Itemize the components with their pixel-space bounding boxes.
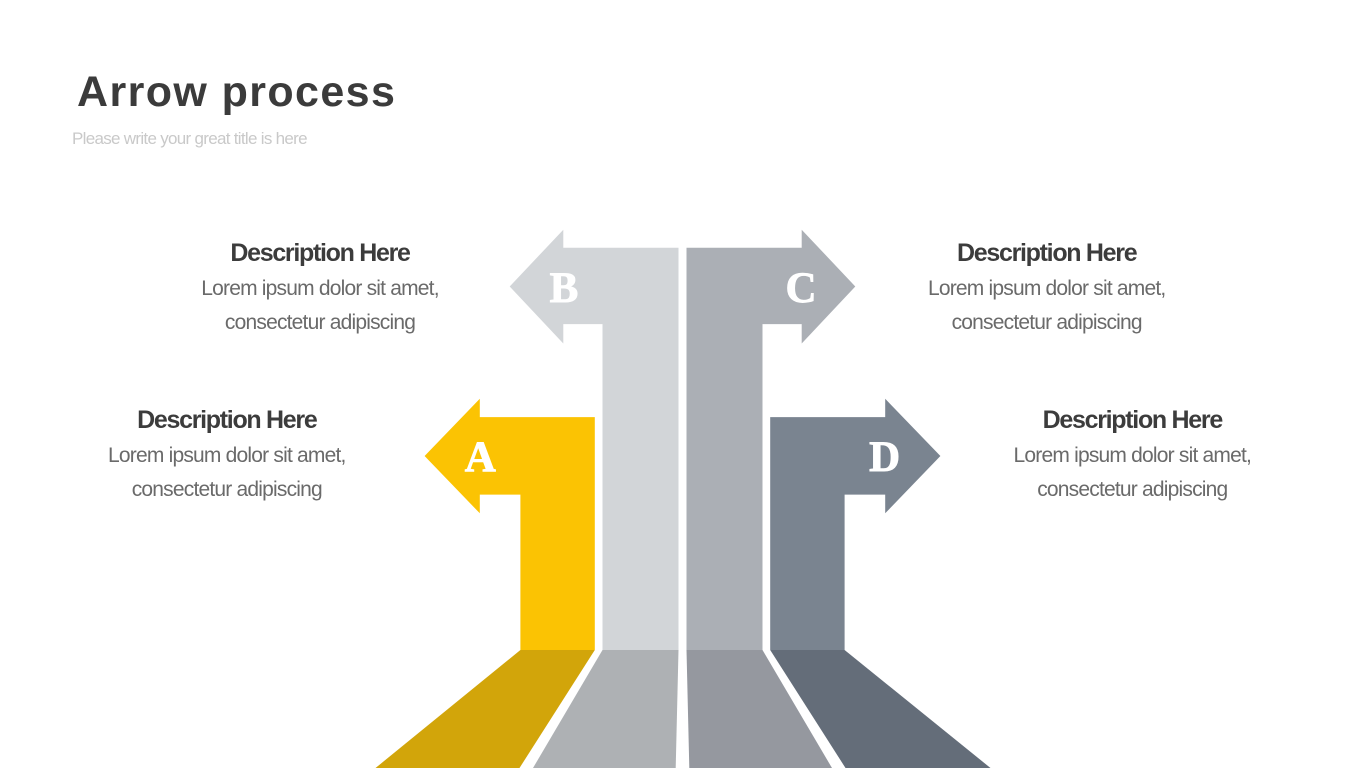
- svg-text:C: C: [785, 265, 816, 312]
- svg-text:D: D: [869, 434, 900, 481]
- svg-text:B: B: [550, 265, 579, 312]
- svg-text:A: A: [465, 434, 496, 481]
